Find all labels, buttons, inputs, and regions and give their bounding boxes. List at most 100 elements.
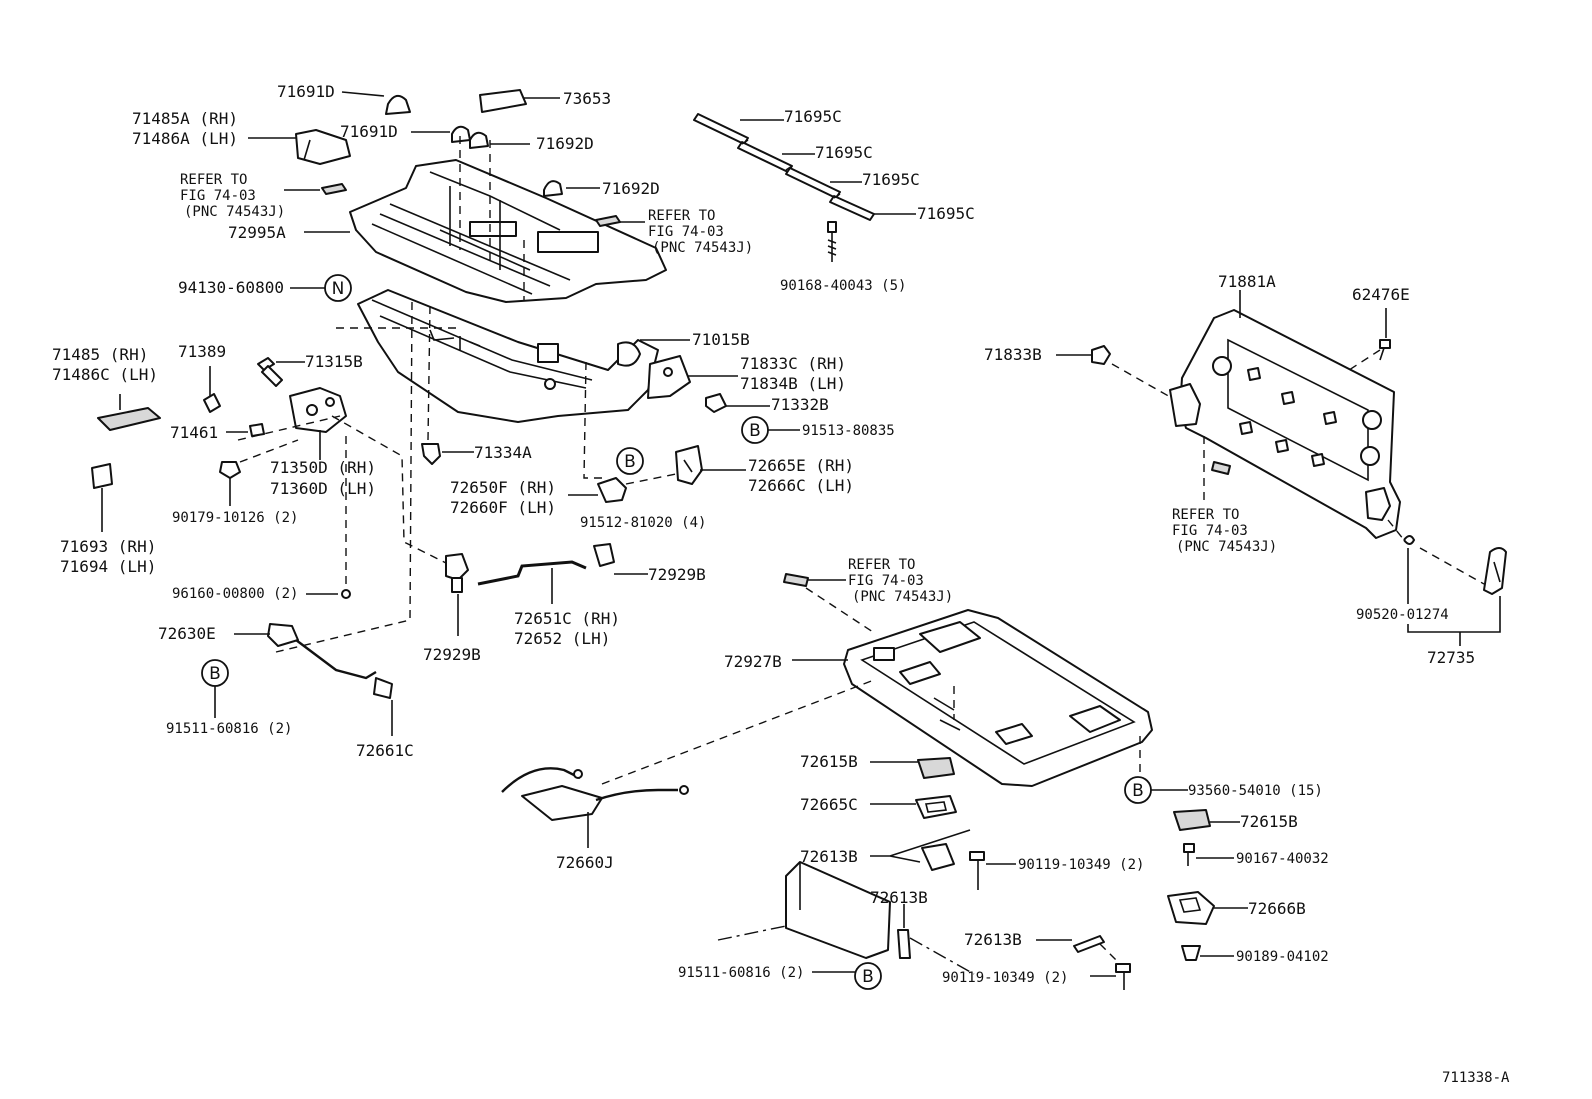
label-71485A: 71485A (RH): [132, 109, 238, 128]
label-72735: 72735: [1427, 648, 1475, 667]
label-72652: 72652 (LH): [514, 629, 610, 648]
pad-72615B-right: [1173, 809, 1211, 831]
label-71834B: 71834B (LH): [740, 374, 846, 393]
label-91511-60816-right: 91511-60816 (2): [678, 965, 804, 981]
refer-note-1-line1: REFER TO: [180, 172, 247, 188]
label-72613B-mid: 72613B: [870, 888, 928, 907]
label-91511-60816-left: 91511-60816 (2): [166, 721, 292, 737]
label-71833C: 71833C (RH): [740, 354, 846, 373]
clip-72929B-left: [451, 577, 463, 593]
label-72660F: 72660F (LH): [450, 498, 556, 517]
marker-b-91513-text: B: [749, 421, 761, 441]
screw-90168-40043: [827, 221, 837, 262]
label-71485: 71485 (RH): [52, 345, 148, 364]
panel-71881A: [1169, 309, 1401, 539]
label-72660J: 72660J: [556, 853, 614, 872]
label-71360D: 71360D (LH): [270, 479, 376, 498]
marker-b-91511-right: [854, 962, 882, 990]
screw-62476E: [1379, 339, 1391, 361]
label-72666B: 72666B: [1248, 899, 1306, 918]
label-71692D-mid: 71692D: [536, 134, 594, 153]
strap-72613B-right: [1073, 935, 1105, 953]
bolt-90119-lower: [1115, 963, 1131, 990]
bracket-71833C: [647, 355, 691, 399]
clip-96160: [341, 589, 351, 599]
pad-71485: [97, 407, 161, 431]
trim-71485A: [295, 129, 351, 165]
nut-90179-10126: [219, 461, 241, 479]
frame-71015B: [357, 289, 659, 423]
refer-pad-1: [321, 183, 347, 195]
label-71693: 71693 (RH): [60, 537, 156, 556]
label-72630E: 72630E: [158, 624, 216, 643]
refer-note-2-line1: REFER TO: [648, 208, 715, 224]
label-71833B: 71833B: [984, 345, 1042, 364]
refer-note-2-line3: (PNC 74543J): [652, 240, 753, 256]
handle-72735: [1483, 547, 1507, 595]
label-96160-00800: 96160-00800 (2): [172, 586, 298, 602]
label-71695C-1: 71695C: [784, 107, 842, 126]
pin-71389: [203, 366, 221, 413]
holder-72666B: [1167, 891, 1215, 925]
refer-note-3-line1: REFER TO: [1172, 507, 1239, 523]
label-90119-10349-upper: 90119-10349 (2): [1018, 857, 1144, 873]
refer-note-1-line3: (PNC 74543J): [184, 204, 285, 220]
label-72666C: 72666C (LH): [748, 476, 854, 495]
label-90179-10126: 90179-10126 (2): [172, 510, 298, 526]
label-90520-01274: 90520-01274: [1356, 607, 1449, 623]
label-72615B-right: 72615B: [1240, 812, 1298, 831]
marker-b-72650F-text: B: [624, 452, 636, 472]
marker-n: [324, 274, 352, 302]
label-71315B: 71315B: [305, 352, 363, 371]
label-91512-81020: 91512-81020 (4): [580, 515, 706, 531]
label-71350D: 71350D (RH): [270, 458, 376, 477]
cable-72660J: [501, 767, 689, 821]
label-71691D-top: 71691D: [277, 82, 335, 101]
lower-panel-72927B: [843, 609, 1153, 787]
rod-72651C: [445, 543, 615, 586]
cable-72630E: [267, 623, 393, 699]
bumper-71334A: [421, 443, 441, 465]
label-72929B-right: 72929B: [648, 565, 706, 584]
bushing-71461: [249, 423, 265, 437]
marker-b-93560-text: B: [1132, 781, 1144, 801]
refer-note-4-line2: FIG 74-03: [848, 573, 924, 589]
label-71881A: 71881A: [1218, 272, 1276, 291]
bolt-90119-upper: [969, 851, 985, 890]
label-72665E: 72665E (RH): [748, 456, 854, 475]
seal-strips-71695C: [693, 113, 875, 221]
label-90167-40032: 90167-40032: [1236, 851, 1329, 867]
nut-71332B: [705, 393, 727, 413]
label-72613B-right: 72613B: [964, 930, 1022, 949]
label-71015B: 71015B: [692, 330, 750, 349]
label-71486C: 71486C (LH): [52, 365, 158, 384]
label-72927B: 72927B: [724, 652, 782, 671]
label-90168-40043: 90168-40043 (5): [780, 278, 906, 294]
label-72665C: 72665C: [800, 795, 858, 814]
trim-block: [785, 861, 891, 959]
lock-72650F: [597, 477, 627, 503]
label-72995A: 72995A: [228, 223, 286, 242]
label-72650F: 72650F (RH): [450, 478, 556, 497]
label-91513-80835: 91513-80835: [802, 423, 895, 439]
holder-72665C: [915, 795, 957, 819]
clip-71693: [91, 463, 113, 489]
label-71695C-3: 71695C: [862, 170, 920, 189]
latch-72665E: [675, 445, 703, 485]
label-72661C: 72661C: [356, 741, 414, 760]
refer-note-1-line2: FIG 74-03: [180, 188, 256, 204]
figure-code: 711338-A: [1442, 1070, 1510, 1086]
small-cap-71691D-top: [385, 94, 411, 115]
screw-90167-40032: [1183, 843, 1195, 866]
refer-note-4-line3: (PNC 74543J): [852, 589, 953, 605]
label-71486A: 71486A (LH): [132, 129, 238, 148]
label-90119-10349-lower: 90119-10349 (2): [942, 970, 1068, 986]
pad-72615B-left: [917, 757, 955, 779]
label-72615B-left: 72615B: [800, 752, 858, 771]
grommet-71833B: [1091, 345, 1111, 365]
label-71695C-4: 71695C: [917, 204, 975, 223]
marker-b-91511-right-text: B: [862, 967, 874, 987]
refer-note-3-line2: FIG 74-03: [1172, 523, 1248, 539]
label-71389: 71389: [178, 342, 226, 361]
